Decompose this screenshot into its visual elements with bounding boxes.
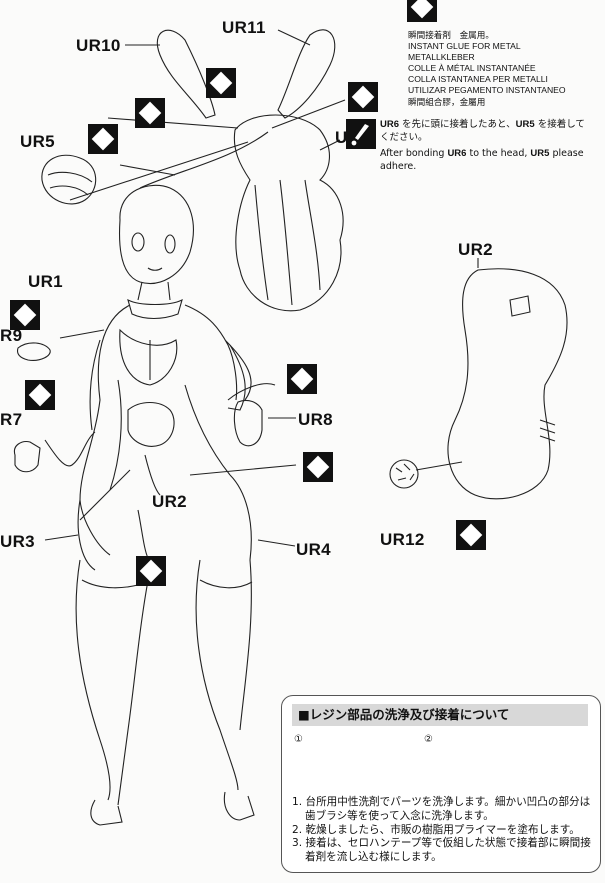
- arrow-ur7: [44, 431, 96, 467]
- arrow-hair-head: [139, 131, 269, 189]
- hips: [77, 474, 252, 571]
- glue-diamond-icon: [287, 364, 317, 394]
- hair-piece: [233, 114, 344, 312]
- legend-line: UTILIZAR PEGAMENTO INSTANTANEO: [408, 85, 566, 96]
- label-ur3: UR3: [0, 532, 35, 551]
- arrow-ur3: [79, 469, 131, 521]
- legend-line: 瞬間接着剤 金属用。: [408, 30, 494, 40]
- left-arm: [89, 339, 246, 431]
- stocking-tops: [81, 579, 253, 589]
- resin-washing-panel: ■レジン部品の洗浄及び接着について ① ② 1. 台所用中性洗剤でパーツを洗浄し…: [281, 695, 601, 873]
- panel-title: ■レジン部品の洗浄及び接着について: [292, 704, 588, 726]
- glue-diamond-icon: [348, 82, 378, 112]
- legend-line: INSTANT GLUE FOR METAL: [408, 41, 521, 52]
- glue-diamond-icon: [135, 98, 165, 128]
- glue-diamond-icon: [206, 68, 236, 98]
- label-ur4: UR4: [296, 540, 331, 559]
- body-outline: [79, 304, 252, 556]
- glue-diamond-icon: [25, 380, 55, 410]
- arrow-ur2: [144, 454, 161, 496]
- leader-ur9: [59, 329, 105, 339]
- leader-glue-ur2: [137, 509, 149, 559]
- hand-ur8: [233, 399, 263, 447]
- torso-part: [447, 268, 568, 500]
- instruction-item: 2. 乾燥しましたら、市販の樹脂用プライマーを塗布します。: [292, 823, 580, 836]
- leader-glue-2: [119, 164, 176, 176]
- label-ur9: R9: [0, 326, 23, 345]
- eye-left: [131, 232, 145, 252]
- torso-block: [509, 295, 531, 317]
- arrow-bun-head: [69, 141, 249, 201]
- arrow-ur8: [227, 383, 276, 401]
- label-ur7: R7: [0, 410, 23, 429]
- instruction-item: 1. 台所用中性洗剤でパーツを洗浄します。細かい凹凸の部分は歯ブラシ等を使って入…: [292, 796, 591, 822]
- leader-ur6: [319, 139, 341, 151]
- torso-lace: [539, 419, 556, 442]
- collar: [127, 298, 183, 320]
- label-ur12: UR12: [380, 530, 425, 549]
- step-2-marker: ②: [424, 734, 433, 745]
- instant-glue-diamond-icon: [407, 0, 437, 22]
- leader-glue-3: [271, 99, 346, 129]
- legend-line: COLLE À MÉTAL INSTANTANÉE: [408, 63, 536, 74]
- pom-texture: [395, 463, 415, 481]
- note-english: After bonding UR6 to the head, UR5 pleas…: [380, 148, 584, 172]
- glue-diamond-icon: [88, 124, 118, 154]
- leader-ur4: [257, 539, 296, 547]
- leader-glue-1: [107, 117, 239, 129]
- chest: [119, 328, 178, 386]
- heels: [90, 791, 255, 826]
- eye-right: [164, 234, 176, 254]
- instruction-item: 3. 接着は、セロハンテープ等で仮組した状態で接着部に瞬間接着剤を流し込む様にし…: [292, 837, 591, 864]
- pom-part: [389, 459, 419, 489]
- label-ur8: UR8: [298, 410, 333, 429]
- corset: [109, 379, 231, 491]
- label-ur1: UR1: [28, 272, 63, 291]
- arrow-ur12: [415, 461, 463, 471]
- hand-ur7: [13, 441, 41, 473]
- label-ur2-torso: UR2: [458, 240, 493, 259]
- instruction-list: 1. 台所用中性洗剤でパーツを洗浄します。細かい凹凸の部分は歯ブラシ等を使って入…: [292, 796, 592, 865]
- glue-diamond-icon: [456, 520, 486, 550]
- legend-line: METALLKLEBER: [408, 52, 475, 63]
- bun-strands: [47, 171, 93, 196]
- hair-strands: [254, 179, 321, 306]
- right-ear-part: [277, 29, 336, 119]
- leader-ur3: [44, 534, 79, 541]
- legend-line: 瞬間組合膠，金屬用: [408, 96, 486, 107]
- mouth: [147, 267, 163, 271]
- glue-legend-text: 瞬間接着剤 金属用。 INSTANT GLUE FOR METAL METALL…: [408, 30, 566, 108]
- leader-ur11: [277, 29, 311, 46]
- left-leg: [75, 559, 151, 806]
- bun-part: [41, 154, 97, 205]
- note-japanese: UR6 を先に頭に接着したあと、UR5 を接着してください。: [380, 119, 585, 143]
- caution-icon: [346, 119, 376, 149]
- label-ur11: UR11: [222, 18, 266, 37]
- neck: [137, 281, 171, 301]
- right-leg: [195, 559, 252, 791]
- arrow-glue-ur2: [189, 464, 297, 476]
- step-1-marker: ①: [294, 734, 303, 745]
- glue-diamond-icon: [10, 300, 40, 330]
- label-ur2-body: UR2: [152, 492, 187, 511]
- legend-line: COLLA ISTANTANEA PER METALLI: [408, 74, 548, 85]
- glue-diamond-icon: [136, 556, 166, 586]
- bow: [127, 401, 175, 447]
- hand-ur9: [16, 342, 51, 361]
- glue-diamond-icon: [303, 452, 333, 482]
- head-outline: [119, 184, 194, 284]
- label-ur10: UR10: [76, 36, 121, 55]
- label-ur5: UR5: [20, 132, 55, 151]
